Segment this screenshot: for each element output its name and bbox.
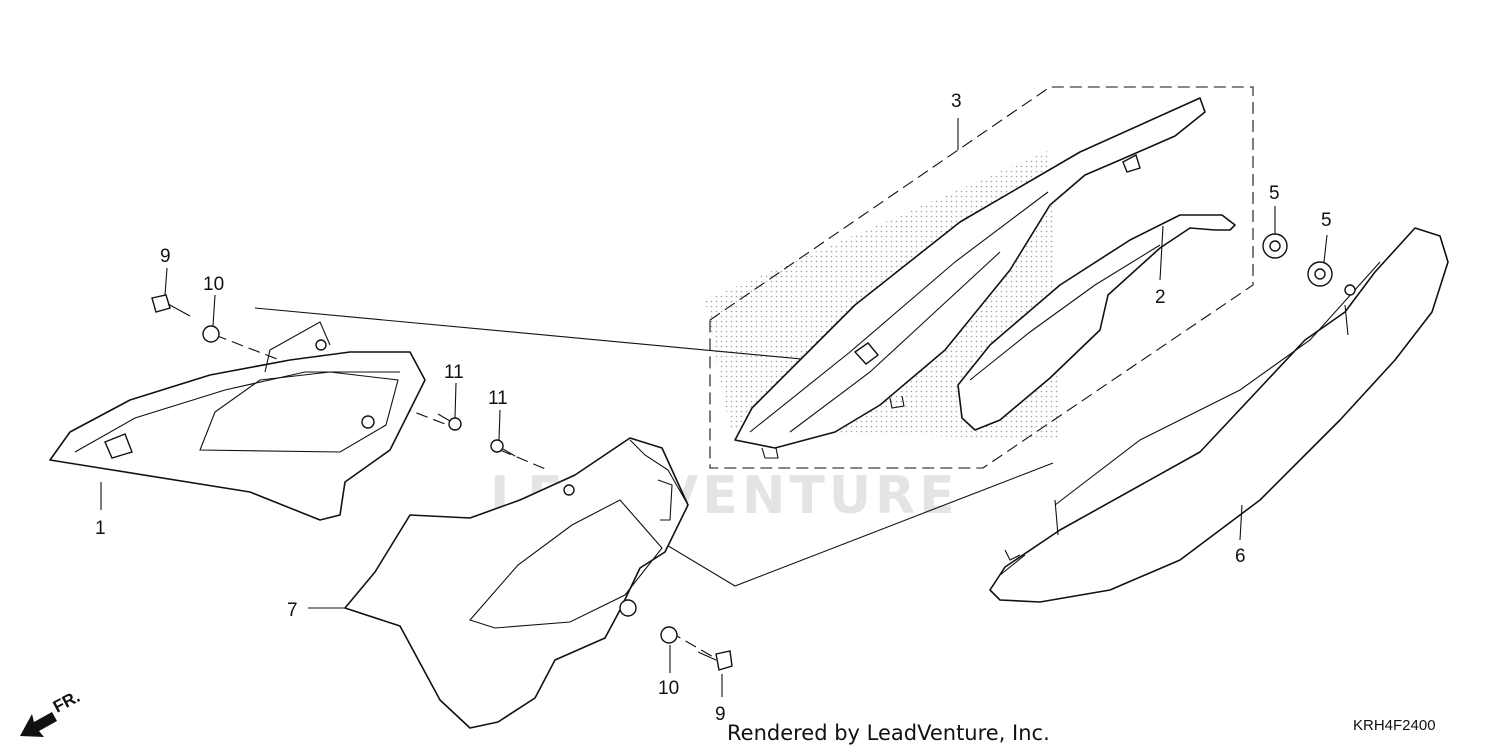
callout-10: 10 [658, 678, 679, 699]
callout-3: 3 [951, 91, 962, 112]
bolt-icon [151, 294, 191, 317]
screw-icon [490, 439, 516, 457]
part-1-side-cover [49, 321, 426, 521]
assembly-box [709, 86, 1254, 469]
connector-line [254, 307, 899, 369]
callout-leader [1239, 504, 1243, 541]
callout-1: 1 [95, 518, 106, 539]
callout-leader [454, 382, 457, 419]
part-7-side-cover [344, 437, 689, 729]
callout-10: 10 [203, 274, 224, 295]
hardware-axis [669, 631, 723, 663]
part-6-rear-cowl [989, 227, 1449, 603]
part-2-rear-cover-strip [957, 214, 1236, 431]
front-direction-label: FR. [50, 687, 83, 717]
diagram-code: KRH4F2400 [1353, 717, 1436, 734]
callout-9: 9 [715, 704, 726, 725]
callout-5: 5 [1321, 210, 1332, 231]
callout-2: 2 [1155, 287, 1166, 308]
callout-9: 9 [160, 246, 171, 267]
callout-6: 6 [1235, 546, 1246, 567]
grommet-icon [1262, 233, 1288, 259]
grommet-icon [1307, 261, 1333, 287]
render-credit: Rendered by LeadVenture, Inc. [727, 721, 1050, 745]
collar-icon [202, 325, 220, 343]
callout-5: 5 [1269, 183, 1280, 204]
screw-icon [437, 413, 462, 431]
collar-icon [660, 626, 678, 644]
callout-leader [212, 294, 216, 327]
callout-11: 11 [488, 388, 508, 409]
hardware-axis [499, 449, 549, 471]
part-3-rear-cover-inner [734, 97, 1206, 459]
callout-7: 7 [287, 600, 298, 621]
callout-leader [1159, 225, 1164, 281]
front-direction-arrow-icon [20, 712, 57, 737]
callout-leader [1323, 234, 1328, 263]
bolt-icon [697, 650, 733, 671]
callout-leader [498, 409, 501, 441]
callout-11: 11 [444, 362, 464, 383]
callout-leader [164, 267, 168, 296]
